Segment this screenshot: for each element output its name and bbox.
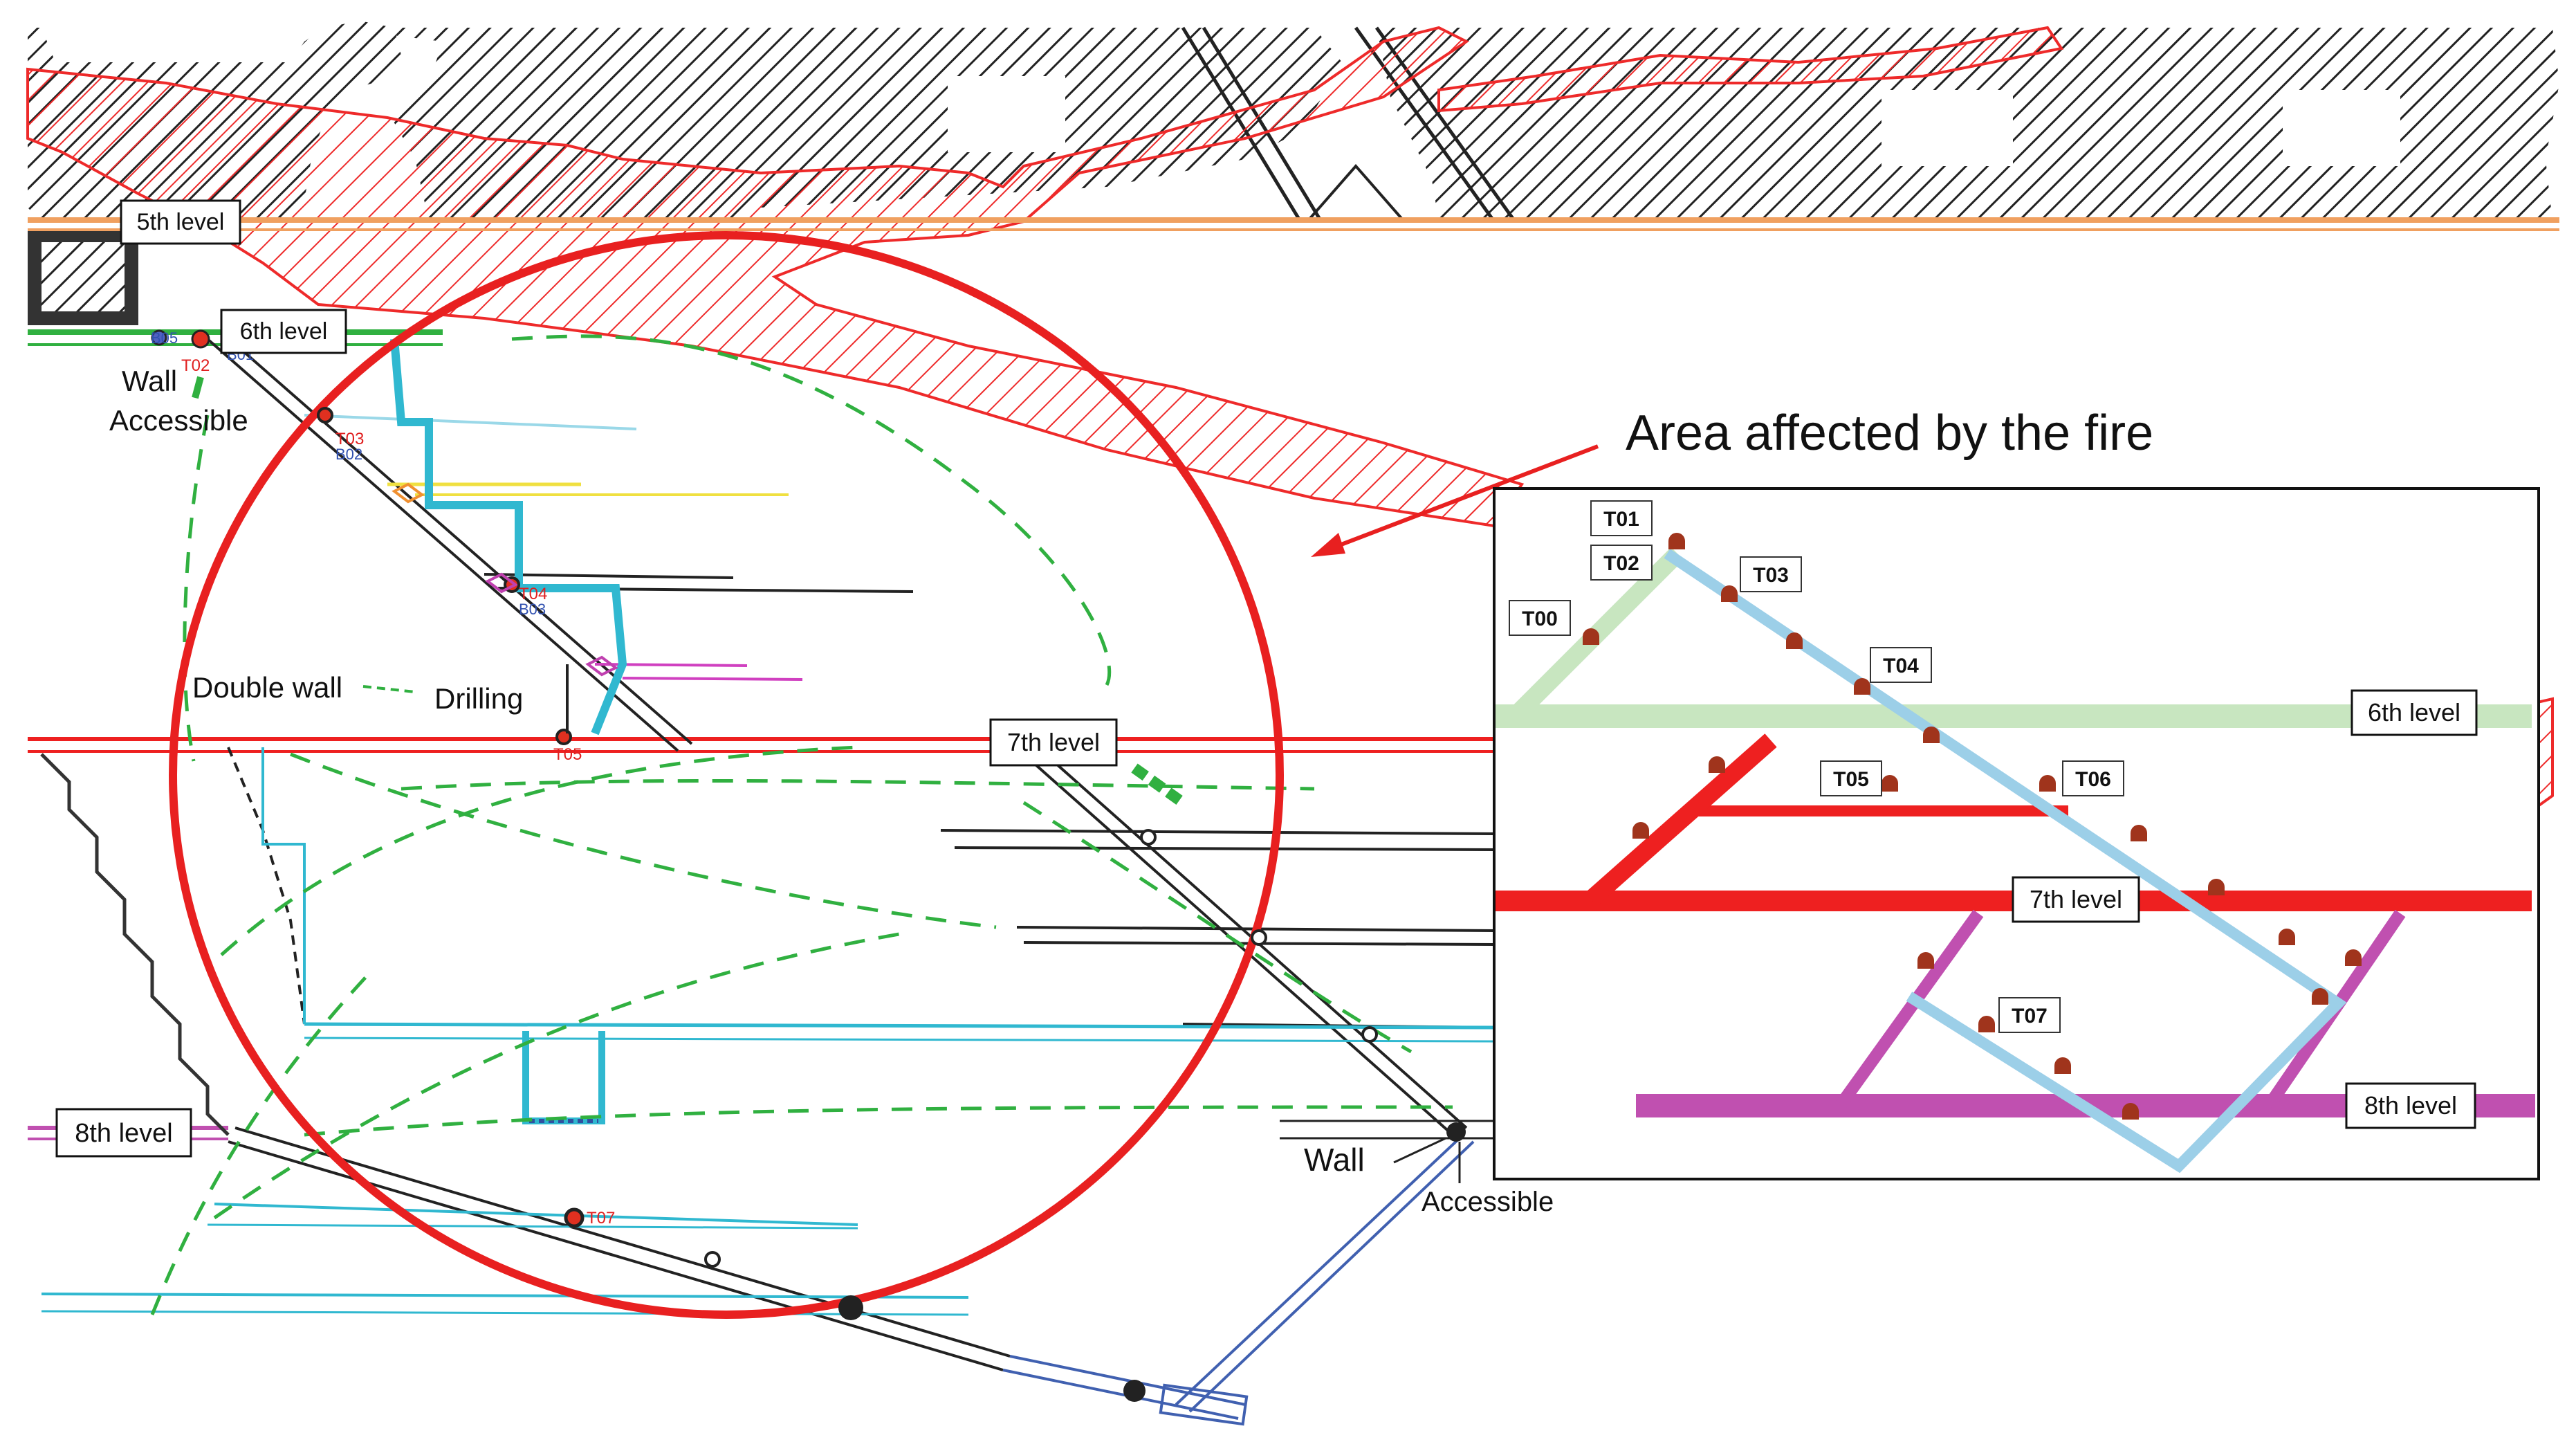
svg-text:T03: T03 [1753, 564, 1789, 587]
level-5-label: 5th level [137, 209, 225, 235]
inset-sensors [1583, 533, 2362, 1120]
green-marker [1131, 763, 1186, 807]
arrow-to-ring [1311, 444, 1599, 557]
level-8-label: 8th level [75, 1119, 173, 1148]
inset-level-box-8: 8th level [2345, 1082, 2476, 1129]
ramp-6-7 [206, 331, 693, 752]
mark-t07: T07 [587, 1209, 615, 1227]
wall-label-bottom: Wall [1304, 1142, 1365, 1178]
mark-b02: B02 [335, 446, 362, 463]
ventilation-path [261, 338, 627, 1124]
drilling-label: Drilling [434, 682, 523, 715]
level-box-7: 7th level [989, 718, 1118, 767]
svg-text:8th level: 8th level [2364, 1091, 2457, 1120]
mark-t05: T05 [553, 745, 582, 764]
mark-t02: T02 [181, 356, 210, 375]
inset-sensor-t04: T04 [1870, 647, 1932, 683]
double-wall-label: Double wall [192, 671, 342, 704]
small-marks: T02 B05 B01 T03 B02 T04 B03 T05 T07 [151, 329, 615, 1227]
fire-ring [169, 231, 1284, 1319]
ramp-7-8 [1022, 746, 1468, 1136]
level-box-6: 6th level [220, 309, 347, 354]
inset-sensor-t00: T00 [1509, 600, 1571, 636]
level-6-label: 6th level [240, 318, 328, 345]
inset-level-box-7: 7th level [2012, 876, 2140, 923]
fire-area-title: Area affected by the fire [1626, 405, 2153, 461]
svg-text:7th level: 7th level [2030, 885, 2122, 913]
svg-text:T07: T07 [2012, 1005, 2048, 1028]
ramp-markers [151, 329, 1466, 1402]
svg-text:T02: T02 [1603, 552, 1639, 575]
inset-sensor-t01: T01 [1590, 500, 1653, 536]
svg-text:T04: T04 [1883, 655, 1919, 677]
level-7-line [28, 737, 1522, 753]
accessible-label-bottom: Accessible [1422, 1187, 1554, 1217]
inset-sensor-t03: T03 [1740, 556, 1802, 592]
mark-t04: T04 [519, 585, 547, 603]
svg-text:6th level: 6th level [2368, 698, 2460, 727]
stepped-wall [40, 747, 306, 1136]
inset-sensor-t07: T07 [1998, 997, 2061, 1033]
wall-label-top: Wall [122, 365, 177, 397]
level-box-8: 8th level [55, 1108, 192, 1158]
level-box-5: 5th level [120, 199, 241, 245]
inset-panel: T00 T01 T02 T03 T04 T05 T06 T07 [1493, 487, 2540, 1180]
mark-b03: B03 [519, 601, 546, 618]
inset-sensor-t05: T05 [1820, 760, 1882, 796]
svg-text:T06: T06 [2075, 768, 2111, 791]
inset-sensor-t06: T06 [2062, 760, 2124, 796]
inset-ramp [1664, 549, 2347, 1174]
green-dashed-lines [150, 334, 1453, 1315]
ramp-8-below [228, 1126, 1475, 1426]
accessible-label-top: Accessible [109, 404, 248, 437]
inset-sensor-t02: T02 [1590, 545, 1653, 581]
level-7-label: 7th level [1007, 728, 1100, 756]
mark-b05: B05 [151, 329, 178, 347]
svg-text:T05: T05 [1833, 768, 1869, 791]
level-5-line [28, 217, 2559, 231]
inset-level-box-6: 6th level [2350, 689, 2478, 736]
svg-text:T00: T00 [1522, 608, 1558, 630]
svg-text:T01: T01 [1603, 508, 1639, 531]
mark-t03: T03 [335, 430, 364, 448]
